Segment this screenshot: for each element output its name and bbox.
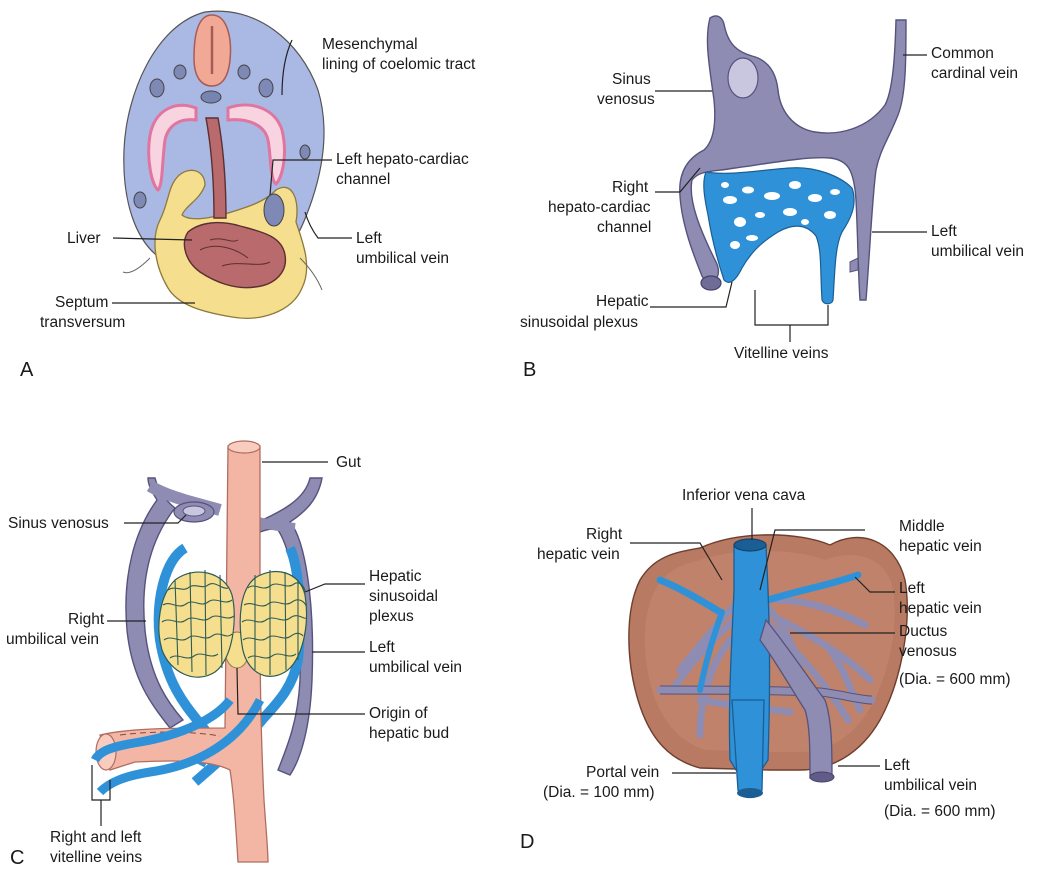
label-mesenchymal-line2: lining of coelomic tract bbox=[322, 56, 476, 73]
label-septum-line1: Septum bbox=[55, 294, 108, 311]
label-middle-hepatic-line1: Middle bbox=[899, 518, 945, 535]
panel-letter-c: C bbox=[10, 847, 24, 869]
panel-a: Mesenchymal lining of coelomic tract Lef… bbox=[20, 11, 476, 381]
label-left-hepatic-line2: hepatic vein bbox=[899, 600, 982, 617]
label-vitelline-c-line1: Right and left bbox=[50, 829, 142, 846]
somite-right bbox=[259, 79, 273, 97]
panel-c: Gut Sinus venosus Hepatic sinusoidal ple… bbox=[6, 441, 462, 869]
dorsal-aorta-left bbox=[174, 65, 186, 79]
label-left-umbilical-d-line1: Left bbox=[884, 757, 911, 774]
ivc-opening bbox=[734, 539, 766, 551]
label-right-umbilical-c-line2: umbilical vein bbox=[6, 631, 99, 648]
label-left-umbilical-c-line1: Left bbox=[369, 639, 396, 656]
label-right-umbilical-c-line1: Right bbox=[68, 611, 105, 628]
dorsal-aorta-right bbox=[238, 65, 250, 79]
label-septum-line2: transversum bbox=[40, 314, 125, 331]
left-branch-c bbox=[258, 522, 295, 528]
sinus-venosus-lumen bbox=[728, 58, 758, 98]
label-liver: Liver bbox=[67, 230, 101, 247]
panel-letter-d: D bbox=[520, 831, 534, 853]
hepatic-sinusoidal-plexus-b bbox=[704, 168, 854, 304]
leader-vitelline-b bbox=[755, 290, 828, 342]
leader-vitelline-c bbox=[92, 765, 110, 826]
label-left-umbilical-b-line2: umbilical vein bbox=[931, 243, 1024, 260]
panel-letter-a: A bbox=[20, 359, 34, 381]
notochord bbox=[201, 91, 221, 103]
left-hepato-cardiac-channel-shape bbox=[264, 194, 284, 226]
label-left-umbilical-b-line1: Left bbox=[931, 223, 958, 240]
label-origin-c-line2: hepatic bud bbox=[369, 725, 449, 742]
label-left-umbilical-c-line2: umbilical vein bbox=[369, 659, 462, 676]
label-gut: Gut bbox=[336, 454, 362, 471]
label-right-hepato-line2: hepato-cardiac bbox=[548, 199, 651, 216]
label-ductus-line1: Ductus bbox=[899, 623, 947, 640]
label-right-hepato-line3: channel bbox=[597, 219, 651, 236]
label-right-hepatic-line1: Right bbox=[586, 526, 623, 543]
umbilical-vein-opening-d bbox=[810, 772, 834, 782]
label-vitelline-b: Vitelline veins bbox=[734, 345, 829, 362]
vessel-right bbox=[300, 145, 310, 159]
label-vitelline-c-line2: vitelline veins bbox=[50, 849, 142, 866]
label-common-cardinal-line2: cardinal vein bbox=[931, 65, 1018, 82]
somite-left bbox=[150, 79, 164, 97]
gut-opening bbox=[228, 441, 260, 453]
label-hepatic-c-line1: Hepatic bbox=[369, 568, 422, 585]
label-sinus-b-line2: venosus bbox=[597, 91, 655, 108]
label-hepatic-sinusoidal-b-line2: sinusoidal plexus bbox=[520, 314, 638, 331]
panel-d: Inferior vena cava Right hepatic vein Mi… bbox=[520, 487, 1011, 853]
label-left-umbilical-a-line2: umbilical vein bbox=[356, 250, 449, 267]
label-left-hepato-line1: Left hepato-cardiac bbox=[336, 151, 469, 168]
label-ductus-line3: (Dia. = 600 mm) bbox=[899, 671, 1011, 688]
label-origin-c-line1: Origin of bbox=[369, 705, 428, 722]
label-common-cardinal-line1: Common bbox=[931, 45, 994, 62]
label-hepatic-c-line2: sinusoidal bbox=[369, 588, 438, 605]
vessel-left bbox=[134, 192, 146, 208]
label-ductus-line2: venosus bbox=[899, 643, 957, 660]
label-portal-line1: Portal vein bbox=[586, 764, 659, 781]
sinus-venosus-body bbox=[680, 16, 906, 300]
label-left-hepatic-line1: Left bbox=[899, 580, 926, 597]
label-hepatic-c-line3: plexus bbox=[369, 608, 414, 625]
label-portal-line2: (Dia. = 100 mm) bbox=[543, 784, 655, 801]
leader-left-umbilical-a bbox=[305, 212, 352, 238]
label-hepatic-sinusoidal-b-line1: Hepatic bbox=[596, 293, 649, 310]
label-right-hepatic-line2: hepatic vein bbox=[537, 546, 620, 563]
leader-hepatic-c bbox=[305, 584, 365, 592]
label-sinus-c: Sinus venosus bbox=[8, 515, 109, 532]
panel-letter-b: B bbox=[523, 359, 536, 381]
portal-vein-d bbox=[732, 700, 764, 798]
panel-b: Sinus venosus Common cardinal vein Right… bbox=[520, 16, 1024, 381]
label-left-umbilical-d-line2: umbilical vein bbox=[884, 777, 977, 794]
label-middle-hepatic-line2: hepatic vein bbox=[899, 538, 982, 555]
right-umbilical-stump bbox=[701, 276, 721, 290]
left-umbilical-branch-b bbox=[850, 258, 858, 272]
label-left-umbilical-a-line1: Left bbox=[356, 230, 383, 247]
label-sinus-b-line1: Sinus bbox=[612, 71, 651, 88]
label-left-umbilical-d-line3: (Dia. = 600 mm) bbox=[884, 803, 996, 820]
label-right-hepato-line1: Right bbox=[612, 179, 649, 196]
label-ivc: Inferior vena cava bbox=[682, 487, 806, 504]
label-left-hepato-line2: channel bbox=[336, 171, 390, 188]
sinus-venosus-c-lumen bbox=[183, 506, 205, 516]
label-mesenchymal-line1: Mesenchymal bbox=[322, 36, 418, 53]
portal-vein-opening bbox=[737, 788, 763, 798]
